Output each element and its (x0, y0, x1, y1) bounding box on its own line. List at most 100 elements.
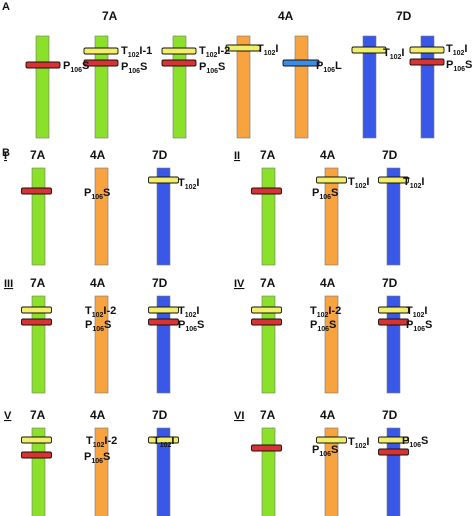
mutation-label-p106s: P106S (121, 61, 147, 75)
chromosome-7d (386, 167, 401, 266)
mutation-label-p106s: P106S (84, 187, 110, 201)
mutation-label-t102i: T102I (178, 305, 199, 319)
mutation-label-t102i: T102I (403, 176, 424, 190)
mutation-label-p106s: P106S (406, 319, 432, 333)
mutation-band-p106s (25, 61, 61, 69)
mutation-band-t102i (378, 436, 409, 444)
panel-a-header-4a: 4A (278, 9, 294, 23)
mutation-label-p106s: P106S (312, 444, 338, 458)
panel-header-7d: 7D (152, 148, 168, 162)
mutation-band-p106s (21, 187, 52, 195)
panel-header-4a: 4A (320, 276, 336, 290)
mutation-label-p106s: P106S (84, 451, 110, 465)
mutation-label-t102i: T102I-2 (86, 435, 117, 449)
mutation-band-t102i (21, 436, 52, 444)
mutation-label-p106s: P106S (446, 59, 472, 73)
panel-numeral: III (4, 278, 13, 290)
panel-header-7a: 7A (30, 276, 46, 290)
mutation-band-t102i (21, 306, 52, 314)
panel-header-7a: 7A (260, 408, 276, 422)
chromosome-4a (324, 427, 339, 516)
panel-a-header-7d: 7D (396, 9, 412, 23)
section-label-b: B (2, 147, 10, 159)
mutation-label-p106s: P106S (85, 319, 111, 333)
chromosome-7a (31, 427, 46, 516)
mutation-label-p106s: P106S (63, 60, 89, 74)
mutation-label-p106s: P106S (312, 187, 338, 201)
panel-header-7d: 7D (382, 276, 398, 290)
mutation-label-t102i: T102I (153, 435, 174, 449)
mutation-band-p106s (21, 318, 52, 326)
marks-layer (21, 35, 445, 516)
mutation-label-p106s: P106S (199, 61, 225, 75)
mutation-label-t102i: T102I (406, 305, 427, 319)
mutation-band-t102i (225, 44, 261, 52)
mutation-band-t102i (316, 436, 347, 444)
chromosome-4a (324, 295, 339, 394)
mutation-label-p106l: P106L (316, 60, 342, 74)
mutation-band-t102i (351, 46, 387, 54)
mutation-band-p106s (251, 444, 282, 452)
mutation-band-t102i (148, 176, 179, 184)
chromosome-4a (324, 167, 339, 266)
panel-numeral: II (234, 150, 240, 162)
mutation-label-p106s: P106S (310, 319, 336, 333)
mutation-band-t102i-1 (83, 47, 119, 55)
chromosome-4a (94, 427, 109, 516)
mutation-band-t102i (378, 176, 409, 184)
mutation-band-p106s (378, 448, 409, 456)
chromosome-7a (31, 167, 46, 266)
mutation-band-p106s (21, 451, 52, 459)
mutation-label-t102i: T102I (257, 43, 278, 57)
mutation-label-t102i-2: T102I-2 (199, 45, 230, 59)
mutation-label-p106s: P106S (178, 319, 204, 333)
panel-numeral: I (4, 150, 7, 162)
mutation-band-t102i (251, 306, 282, 314)
mutation-label-t102i: T102I (383, 47, 404, 61)
panel-header-4a: 4A (320, 148, 336, 162)
mutation-band-p106s (83, 59, 119, 67)
panel-numeral: VI (234, 410, 244, 422)
chromosome-7d (156, 427, 171, 516)
mutation-band-t102i (316, 176, 347, 184)
mutation-band-t102i-2 (161, 47, 197, 55)
panel-header-7d: 7D (382, 408, 398, 422)
chromosome-7d (156, 167, 171, 266)
panel-header-7a: 7A (260, 148, 276, 162)
chromosome-7a (261, 167, 276, 266)
chromosome-4a (94, 295, 109, 394)
mutation-band-p106s (251, 187, 282, 195)
mutation-band-t102i (378, 306, 409, 314)
chromosome-4a-2 (294, 35, 309, 139)
mutation-label-t102i: T102I (348, 436, 369, 450)
chromosome-4a (94, 167, 109, 266)
mutation-band-t102i (148, 436, 179, 444)
mutation-label-t102i: T102I (446, 43, 467, 57)
panel-header-7d: 7D (152, 276, 168, 290)
panel-header-4a: 4A (90, 276, 106, 290)
panel-header-4a: 4A (320, 408, 336, 422)
panel-header-4a: 4A (90, 408, 106, 422)
panel-header-4a: 4A (90, 148, 106, 162)
mutation-band-t102i (148, 306, 179, 314)
mutation-band-p106s (409, 58, 445, 66)
panel-header-7a: 7A (30, 148, 46, 162)
mutation-band-p106s (251, 318, 282, 326)
mutation-band-t102i (409, 46, 445, 54)
mutation-band-p106s (378, 318, 409, 326)
chromosome-4a-1 (236, 35, 251, 139)
panel-numeral: V (4, 410, 12, 422)
mutation-label-t102i: T102I (178, 177, 199, 191)
panel-a-header-7a: 7A (102, 9, 118, 23)
panel-header-7a: 7A (30, 408, 46, 422)
panel-header-7a: 7A (260, 276, 276, 290)
chromosome-7a (261, 427, 276, 516)
panel-numeral: IV (234, 278, 245, 290)
section-label-a: A (2, 1, 10, 13)
panel-header-7d: 7D (382, 148, 398, 162)
chromosome-7a-1 (35, 35, 50, 139)
mutation-label-t102i: T102I-2 (85, 305, 116, 319)
mutation-label-t102i: T102I-2 (310, 305, 341, 319)
